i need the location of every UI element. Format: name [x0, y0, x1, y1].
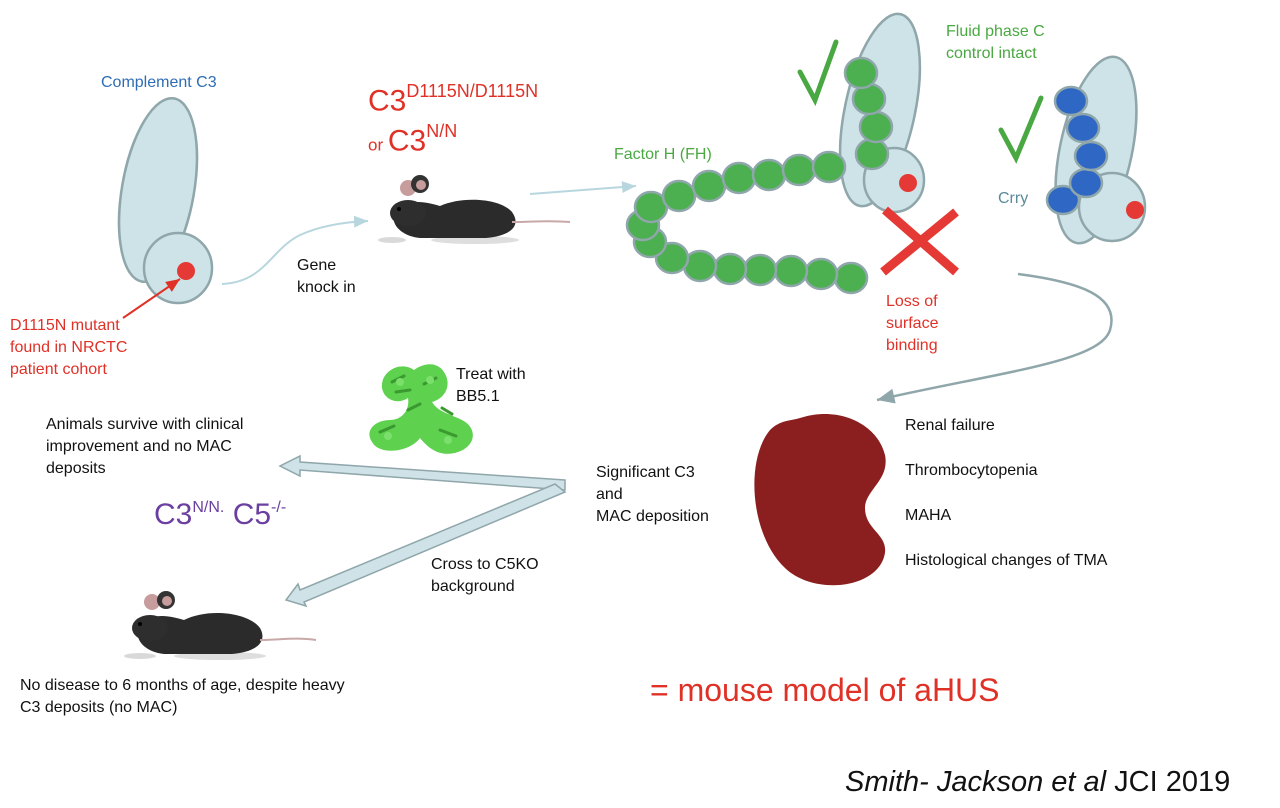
crry-label: Crry: [998, 190, 1029, 207]
bead: [811, 150, 847, 184]
cross-line-1: Cross to C5KO: [431, 556, 539, 573]
mutant-note-line-2: found in NRCTC: [10, 339, 128, 356]
crry-bead-chain: [1045, 85, 1109, 216]
factor-h-chain: [625, 56, 894, 295]
bead: [833, 261, 869, 295]
mouse-model-conclusion: = mouse model of aHUS: [650, 672, 1000, 708]
loss-binding-line-2: surface: [886, 315, 939, 332]
bead: [1045, 184, 1081, 216]
outcome-maha: MAHA: [905, 507, 952, 524]
bead: [712, 252, 748, 286]
bead: [1068, 167, 1104, 199]
c3-genotype-label: C3D1115N/D1115N: [368, 81, 539, 118]
mutant-pointer-arrow: [122, 278, 181, 319]
factor-h-label: Factor H (FH): [614, 146, 712, 163]
bead: [1073, 140, 1109, 172]
mutant-note-line-3: patient cohort: [10, 361, 107, 378]
c3-molecule: [117, 96, 214, 305]
bead: [854, 137, 890, 171]
treatment-arrow: [278, 454, 566, 491]
bead: [773, 254, 809, 288]
gene-knock-in-line-1: Gene: [297, 257, 337, 274]
to-kidney-arrow: [876, 272, 1113, 404]
cross-line-2: background: [431, 578, 515, 595]
mutant-note-line-1: D1115N mutant: [10, 317, 120, 334]
bead: [751, 158, 787, 192]
outcome-renal-failure: Renal failure: [905, 417, 995, 434]
c3-c5-genotype-label: C3N/N. C5-/-: [154, 498, 287, 531]
bead: [1053, 85, 1089, 117]
loss-binding-line-3: binding: [886, 337, 938, 354]
bead: [721, 161, 757, 195]
outcome-thrombocytopenia: Thrombocytopenia: [905, 462, 1038, 479]
mouse-to-fh-arrow: [529, 181, 637, 195]
bead: [1065, 112, 1101, 144]
treat-line-1: Treat with: [456, 366, 526, 383]
survive-line-1: Animals survive with clinical: [46, 416, 244, 433]
checkmark-icon: [797, 39, 839, 107]
complement-c3-label: Complement C3: [101, 74, 217, 91]
survive-line-2: improvement and no MAC: [46, 438, 232, 455]
bead: [691, 169, 727, 203]
significant-line-2: and: [596, 486, 623, 503]
kidney-icon: [754, 413, 886, 586]
gene-knock-in-line-2: knock in: [297, 279, 356, 296]
antibody-icon: [369, 364, 473, 454]
bead: [858, 110, 894, 144]
outcome-histological: Histological changes of TMA: [905, 552, 1108, 569]
significant-line-1: Significant C3: [596, 464, 695, 481]
bead: [661, 179, 697, 213]
fluid-phase-line-2: control intact: [946, 45, 1037, 62]
bead: [803, 257, 839, 291]
no-disease-line-2: C3 deposits (no MAC): [20, 699, 178, 716]
cross-x-icon: [880, 206, 959, 276]
bead: [843, 56, 879, 90]
citation: Smith- Jackson et al JCI 2019: [845, 766, 1231, 798]
fluid-phase-line-1: Fluid phase C: [946, 23, 1045, 40]
c3nn-label: or C3N/N: [368, 121, 458, 158]
bead: [742, 253, 778, 287]
checkmark-icon: [998, 95, 1044, 164]
loss-binding-line-1: Loss of: [886, 293, 938, 310]
treat-line-2: BB5.1: [456, 388, 500, 405]
bead: [781, 153, 817, 187]
survive-line-3: deposits: [46, 460, 106, 477]
cross-arrow: [284, 483, 567, 608]
significant-line-3: MAC deposition: [596, 508, 709, 525]
mouse-icon: [124, 591, 317, 660]
mouse-icon: [378, 175, 571, 244]
no-disease-line-1: No disease to 6 months of age, despite h…: [20, 677, 345, 694]
gene-knock-in-arrow: [221, 215, 369, 285]
